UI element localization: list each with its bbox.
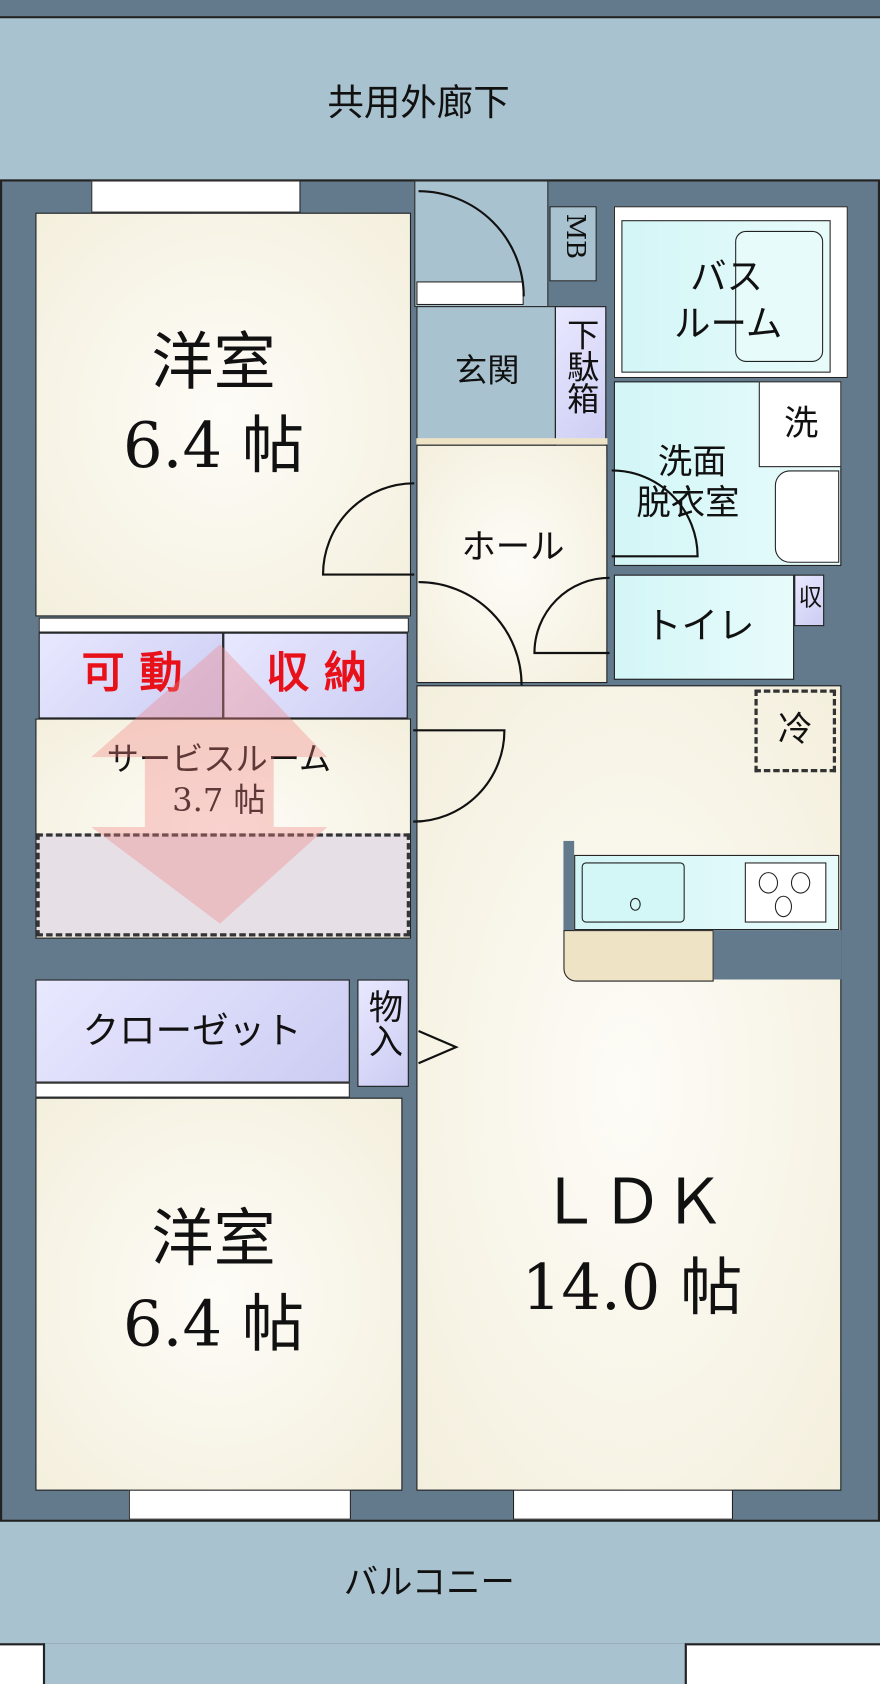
entrance-door-icon [418,190,525,297]
stove [744,862,827,923]
balcony: バルコニー [0,1521,880,1646]
ldk: ＬＤＫ 14.0 帖 [416,685,842,1491]
shoe-box: 下駄箱 [554,306,607,457]
hall-door-icon [418,581,523,686]
closet: クローゼット [35,979,350,1083]
drain-icon [629,897,641,911]
storage-label: 物入 [363,989,405,1058]
toilet: トイレ [613,574,795,680]
service-room-label: サービスルーム [106,741,332,779]
top-wall-strip [0,0,880,17]
entrance-step [416,438,608,445]
fridge-space: 冷 [754,689,837,773]
washer-label: 洗 [783,402,819,444]
ldk-label: ＬＤＫ [538,1165,726,1239]
kitchen-back-wall [713,930,842,980]
movable-storage-right: 収 納 [223,632,408,719]
fridge-label: 冷 [778,708,813,750]
room-size: 6.4 帖 [123,1287,305,1361]
service-room-size: 3.7 帖 [172,781,266,820]
entrance: 玄関 [416,306,556,441]
western-room-2: 洋室 6.4 帖 [35,1097,403,1491]
closet-sliding-doors [35,1082,350,1098]
hall-label: ホール [461,526,565,568]
toilet-label: トイレ [644,604,755,648]
meter-box: MB [549,206,597,282]
washer-space: 洗 [758,381,842,468]
storage-closet: 物入 [357,979,409,1087]
burner-icon [758,872,779,894]
kitchen-wall [563,840,575,933]
service-room: サービスルーム 3.7 帖 [35,718,412,939]
burner-icon [790,872,811,894]
toilet-storage: 収 [794,574,825,627]
movable-storage-label-1: 可 動 [81,648,183,699]
meter-box-label: MB [560,213,591,260]
movable-storage-left: 可 動 [38,632,224,719]
corridor-label: 共用外廊下 [327,81,510,125]
closet-label: クローゼット [82,1009,302,1053]
window-top-left [91,180,301,213]
storage-sliding-doors [38,617,409,633]
movable-storage-label-2: 収 納 [266,648,368,699]
service-room-door-icon [413,729,506,823]
room-door-icon [321,482,415,576]
shared-corridor: 共用外廊下 [0,16,880,180]
ldk-size: 14.0 帖 [521,1251,743,1325]
room-name: 洋室 [151,325,276,399]
storage-door-icon [418,1030,459,1065]
room-name: 洋室 [151,1201,276,1275]
entrance-label: 玄関 [455,352,520,390]
bathroom-label-2: ルーム [673,302,783,346]
window-bottom-right [512,1489,733,1520]
toilet-door-icon [533,576,610,655]
washroom-door-icon [611,469,699,558]
sink [581,862,685,923]
window-bottom-left [128,1489,351,1520]
bathroom: バス ルーム [613,206,848,379]
toilet-storage-label: 収 [798,585,823,613]
burner-icon [774,895,793,918]
kitchen-bar-counter [563,930,714,982]
shoe-box-label: 下駄箱 [560,317,599,415]
bathtub [735,230,824,362]
room-size: 6.4 帖 [123,409,305,483]
kitchen-counter [574,854,840,931]
washroom-label-1: 洗面 [657,441,727,483]
balcony-extension [42,1643,687,1684]
balcony-label: バルコニー [343,1561,515,1603]
bathroom-label-1: バス [690,255,764,299]
movable-storage-alt-position [36,833,410,937]
hall: ホール [416,444,608,684]
vanity-sink [774,470,840,563]
western-room-1: 洋室 6.4 帖 [35,212,412,617]
